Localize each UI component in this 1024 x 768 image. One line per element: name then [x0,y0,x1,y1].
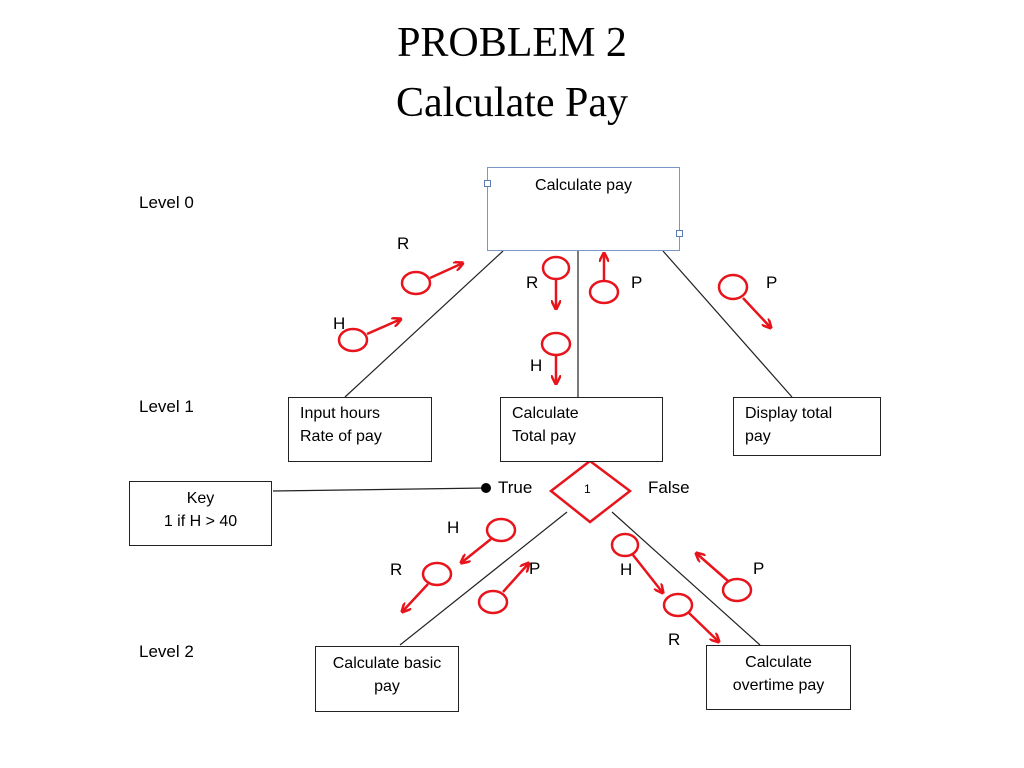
flow-label-h-basic: H [447,518,460,537]
connector-key-decision [272,487,487,492]
flow-label-p-basic: P [529,559,541,578]
key-box: Key 1 if H > 40 [129,481,272,546]
title-line-2: Calculate Pay [395,80,629,126]
flow-p-overtime [696,553,753,603]
level-1-label: Level 1 [139,397,194,416]
flow-label-r-calc: R [526,273,539,292]
module-calculate-basic-line-1: Calculate basic [332,655,442,672]
resize-handle-left [484,180,491,187]
connector-decision-overtime [611,511,761,646]
level-2-label: Level 2 [139,642,194,661]
flow-label-r-overtime: R [668,630,681,649]
module-calculate-overtime: Calculate overtime pay [706,645,851,710]
module-display-total-line-2: pay [745,428,771,445]
module-calculate-total-line-1: Calculate [512,405,579,422]
module-calculate-overtime-line-2: overtime pay [732,677,825,694]
flow-h-overtime [610,532,663,593]
key-condition: 1 if H > 40 [163,513,238,530]
module-calculate-pay-label: Calculate pay [535,177,632,194]
module-input-line-1: Input hours [300,405,381,422]
flow-h-basic [461,517,517,563]
module-calculate-overtime-line-1: Calculate [745,654,812,671]
module-display-total-line-1: Display total [745,405,833,422]
decision-diamond [548,459,633,524]
flow-label-r-input: R [397,234,410,253]
true-label: True [498,478,533,497]
false-label: False [648,478,690,497]
flow-h-input [337,319,401,353]
connector-root-input [344,250,504,398]
module-display-total: Display total pay [733,397,881,456]
level-0-label: Level 0 [139,193,194,212]
flow-label-h-overtime: H [620,560,633,579]
flow-r-input [400,263,463,296]
decision-symbol: 1 [584,482,591,496]
flow-r-overtime [662,592,719,642]
key-title: Key [186,490,215,507]
flow-h-calc [540,331,572,384]
flow-label-p-display: P [766,273,778,292]
module-calculate-basic-line-2: pay [374,678,400,695]
flow-label-r-basic: R [390,560,403,579]
module-calculate-total-line-2: Total pay [512,428,577,445]
flow-label-p-overtime: P [753,559,765,578]
title-line-1: PROBLEM 2 [397,20,627,66]
module-input: Input hours Rate of pay [288,397,432,462]
flow-label-h-input: H [333,314,346,333]
connector-root-display [662,250,793,398]
flow-p-calc [588,253,620,305]
module-input-line-2: Rate of pay [300,428,382,445]
flow-p-display [717,273,771,328]
resize-handle-right [676,230,683,237]
flow-r-calc [541,255,571,309]
connector-decision-basic [399,511,568,646]
flow-label-p-calc: P [631,273,643,292]
flow-r-basic [402,561,453,612]
module-calculate-pay: Calculate pay [487,167,680,251]
flow-label-h-calc: H [530,356,543,375]
flow-p-basic [477,563,529,615]
module-calculate-basic: Calculate basic pay [315,646,459,712]
true-dot [481,483,491,493]
module-calculate-total: Calculate Total pay [500,397,663,462]
